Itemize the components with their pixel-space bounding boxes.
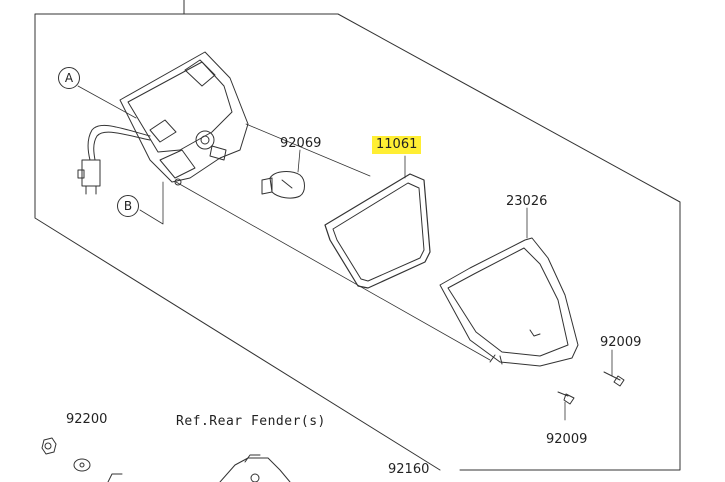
nut-92200 [41, 437, 91, 472]
callout-a: A [58, 67, 80, 89]
lens-cover-23026 [439, 237, 579, 367]
ref-rear-fender-label: Ref.Rear Fender(s) [176, 414, 326, 429]
part-label-92200: 92200 [66, 412, 108, 427]
callout-b: B [117, 195, 139, 217]
screw-92009-right [603, 371, 625, 387]
screw-92009-bottom [557, 391, 575, 405]
frame-outline [34, 0, 681, 471]
gasket-11061 [324, 173, 431, 289]
part-label-23026: 23026 [506, 194, 548, 209]
leader-lines [77, 85, 613, 421]
bulb-92069 [261, 171, 305, 199]
rear-fender-ref [107, 454, 291, 482]
part-label-92009-right: 92009 [600, 335, 642, 350]
part-label-92069: 92069 [280, 136, 322, 151]
part-label-92160: 92160 [388, 462, 430, 477]
part-label-92009-bottom: 92009 [546, 432, 588, 447]
wiring-harness [77, 124, 151, 195]
part-label-11061: 11061 [372, 136, 422, 154]
lamp-housing [119, 51, 249, 186]
